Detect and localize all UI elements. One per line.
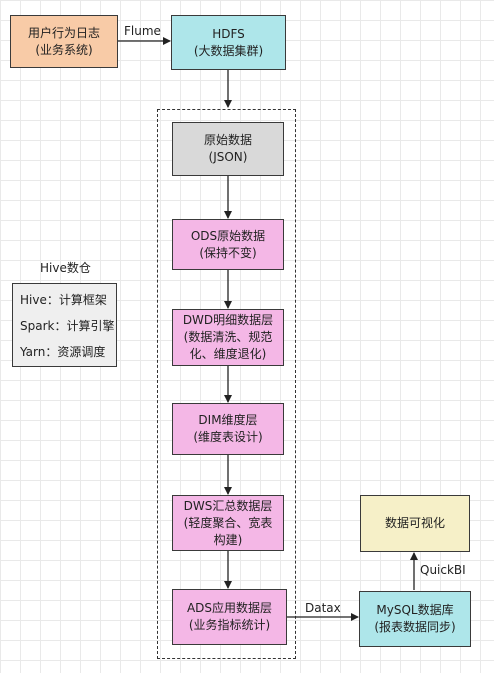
node-ads-title: ADS应用数据层 [186, 601, 273, 615]
node-raw-subtitle: (JSON) [208, 150, 248, 164]
node-dwd-line3: 化、维度退化) [189, 347, 267, 361]
legend-box: Hive：计算框架 Spark：计算引擎 Yarn：资源调度 [12, 283, 117, 367]
node-hdfs-title: HDFS [212, 26, 245, 41]
node-dwd: DWD明细数据层 (数据清洗、规范 化、维度退化) [172, 309, 284, 366]
node-mysql: MySQL数据库 (报表数据同步) [359, 591, 471, 647]
node-hdfs: HDFS (大数据集群) [171, 15, 286, 70]
node-ads-subtitle: (业务指标统计) [188, 618, 271, 632]
node-user-log-subtitle: (业务系统) [35, 42, 93, 57]
node-dwd-line2: (数据清洗、规范 [183, 330, 273, 344]
node-hdfs-subtitle: (大数据集群) [193, 43, 264, 58]
node-dim-subtitle: (维度表设计) [193, 430, 263, 444]
legend-title: Hive数仓 [40, 261, 91, 275]
legend-item-spark: Spark：计算引擎 [20, 319, 115, 333]
node-dws-line3: 构建) [213, 532, 243, 547]
edge-label-flume: Flume [124, 24, 161, 38]
node-ads: ADS应用数据层 (业务指标统计) [172, 589, 287, 645]
node-raw-title: 原始数据 [203, 133, 252, 147]
edge-label-datax: Datax [305, 601, 341, 615]
node-user-log: 用户行为日志 (业务系统) [10, 15, 118, 68]
warehouse-boundary [157, 109, 296, 659]
legend-item-yarn: Yarn：资源调度 [20, 345, 106, 359]
node-ods: ODS原始数据 (保持不变) [172, 219, 284, 270]
legend-item-hive: Hive：计算框架 [20, 293, 107, 307]
node-user-log-title: 用户行为日志 [27, 25, 100, 40]
node-mysql-subtitle: (报表数据同步) [374, 620, 456, 634]
node-dwd-title: DWD明细数据层 [182, 313, 274, 327]
node-dim-title: DIM维度层 [198, 413, 258, 427]
node-raw-data: 原始数据 (JSON) [172, 122, 284, 176]
node-ods-title: ODS原始数据 [190, 228, 266, 243]
node-dws: DWS汇总数据层 (轻度聚合、宽表 构建) [172, 495, 284, 551]
node-dws-line2: (轻度聚合、宽表 [183, 515, 273, 530]
edge-label-quickbi: QuickBI [420, 563, 466, 577]
node-mysql-title: MySQL数据库 [376, 603, 454, 617]
node-viz-title: 数据可视化 [384, 516, 445, 530]
node-dws-title: DWS汇总数据层 [183, 498, 273, 513]
node-visualization: 数据可视化 [360, 495, 470, 552]
node-ods-subtitle: (保持不变) [199, 245, 257, 260]
node-dim: DIM维度层 (维度表设计) [172, 403, 284, 455]
